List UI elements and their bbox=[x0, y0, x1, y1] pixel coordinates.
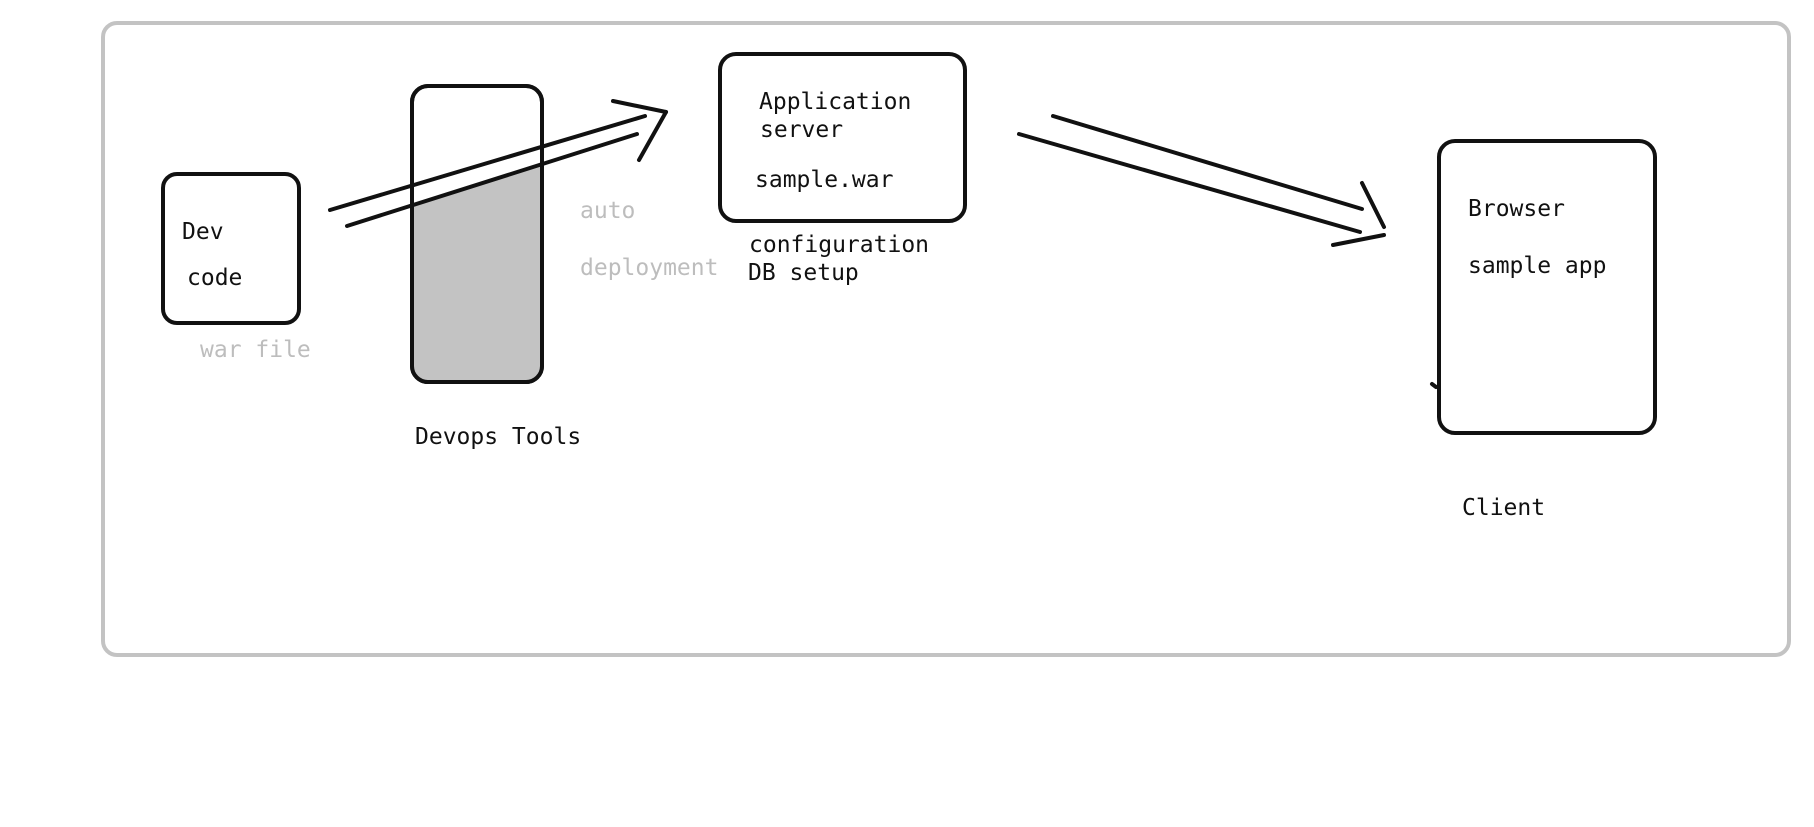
client-arrow-line-lower bbox=[1017, 132, 1362, 234]
auto-deployment-line1: auto bbox=[580, 198, 636, 224]
deploy-arrowhead-top bbox=[611, 99, 668, 114]
app-server-label-line2: server bbox=[760, 117, 844, 143]
app-server-file: sample.war bbox=[755, 167, 894, 193]
client-arrow-line-upper bbox=[1051, 114, 1364, 211]
app-server-note-line1: configuration bbox=[749, 232, 930, 258]
auto-deployment-line2: deployment bbox=[580, 255, 719, 281]
diagram-frame bbox=[101, 21, 1791, 657]
app-server-note-line2: DB setup bbox=[748, 260, 859, 286]
app-server-label-line1: Application bbox=[759, 89, 912, 115]
devops-tools-label: Devops Tools bbox=[415, 424, 582, 450]
client-browser-label-line2: sample app bbox=[1468, 253, 1607, 279]
client-label: Client bbox=[1462, 495, 1546, 521]
app-server-box bbox=[718, 52, 967, 223]
devops-tools-shaded-area bbox=[414, 166, 540, 380]
devops-tools-outline bbox=[410, 84, 544, 384]
deploy-arrow-line-lower bbox=[345, 132, 639, 228]
client-browser-box bbox=[1437, 139, 1657, 435]
dev-code-label-line1: Dev bbox=[182, 219, 224, 245]
dev-code-label-line2: code bbox=[187, 265, 243, 291]
war-file-caption: war file bbox=[200, 337, 311, 363]
deploy-arrowhead-bottom bbox=[637, 110, 668, 162]
dev-code-box bbox=[161, 172, 301, 325]
deploy-arrow-line-upper bbox=[328, 114, 647, 212]
client-arrowhead-top bbox=[1360, 181, 1386, 229]
client-box-stray-mark bbox=[1430, 382, 1438, 389]
client-browser-label-line1: Browser bbox=[1468, 196, 1565, 222]
client-arrowhead-bottom bbox=[1331, 233, 1386, 247]
